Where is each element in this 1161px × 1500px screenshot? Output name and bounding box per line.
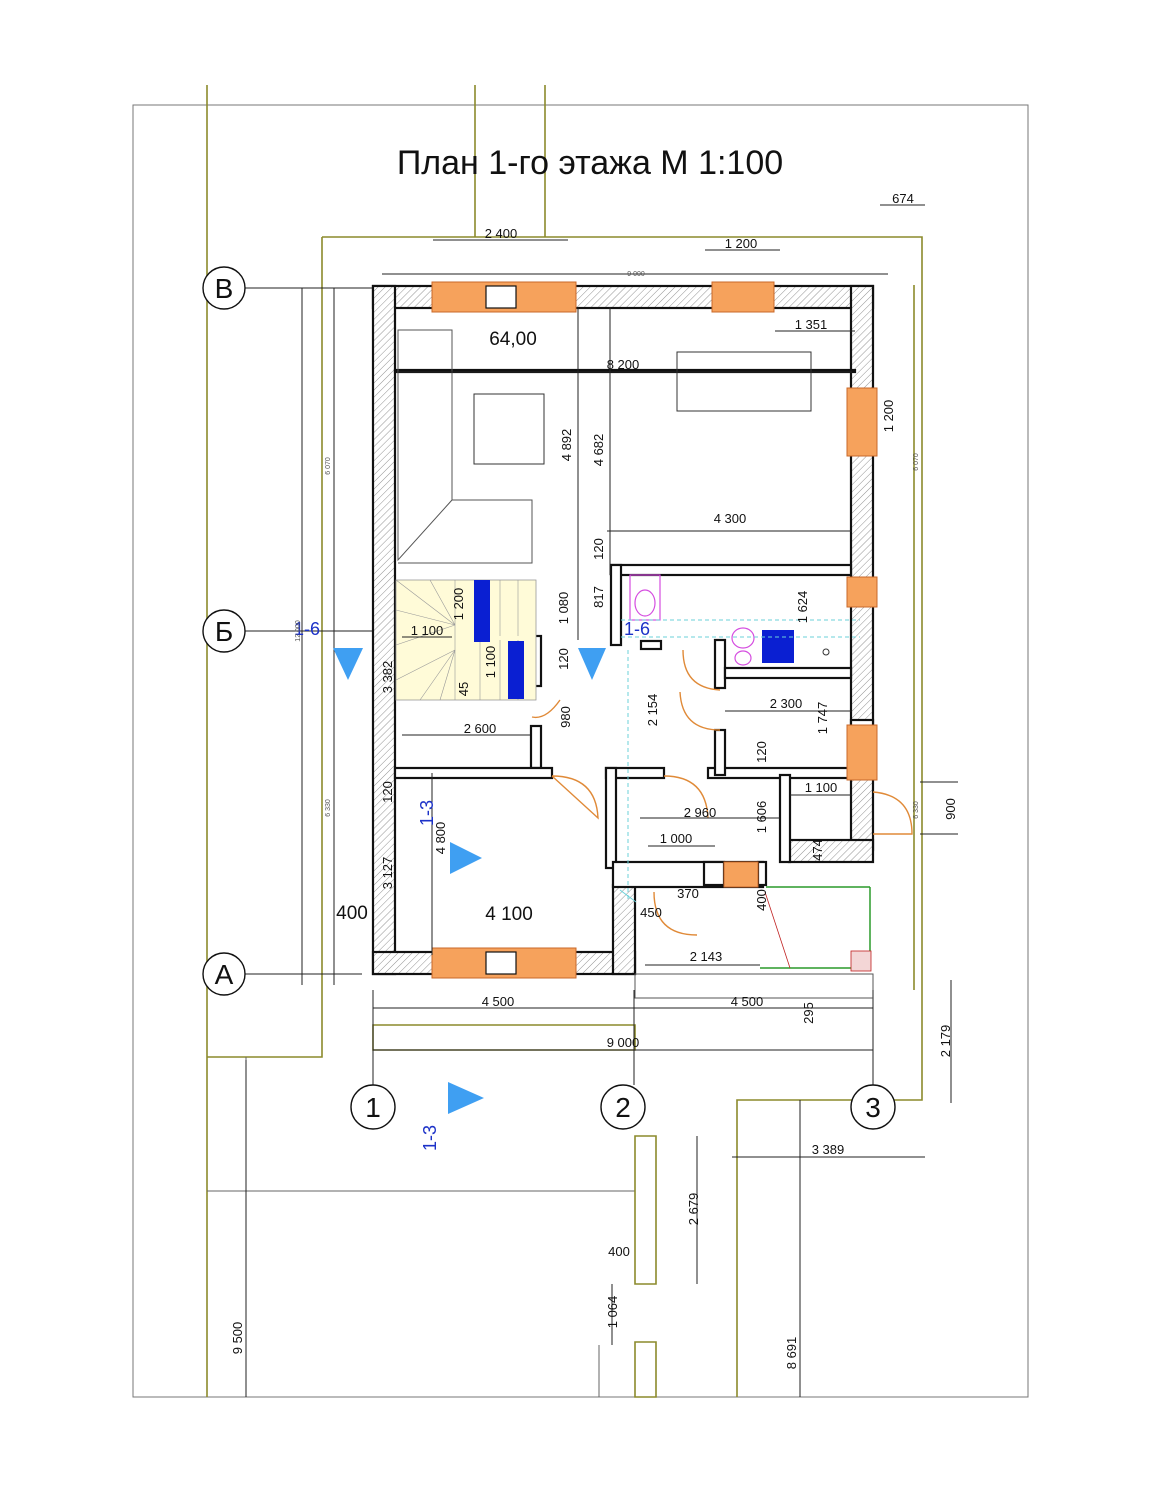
dim-2400: 2 400 [485, 226, 518, 241]
axis-bubble-3: 3 [850, 1084, 896, 1130]
dim-9000-top: 9 000 [627, 271, 645, 278]
section-label-1-3-room: 1-3 [417, 800, 437, 826]
dim-4800: 4 800 [433, 822, 448, 855]
dim-9500: 9 500 [230, 1322, 245, 1355]
dim-817: 817 [591, 586, 606, 608]
dim-1064: 1 064 [605, 1296, 620, 1329]
dim-2679: 2 679 [686, 1193, 701, 1226]
dim-2143: 2 143 [690, 949, 723, 964]
dim-9000-bottom: 9 000 [607, 1035, 640, 1050]
dim-1100-stair: 1 100 [411, 623, 444, 638]
dim-2179: 2 179 [938, 1025, 953, 1058]
room-area-upper: 64,00 [489, 329, 537, 350]
dim-2300: 2 300 [770, 696, 803, 711]
dim-1200-stair: 1 200 [451, 588, 466, 621]
dim-3382: 3 382 [380, 661, 395, 694]
axis-bubble-1: 1 [350, 1084, 396, 1130]
dim-674: 674 [892, 191, 914, 206]
dim-tiny-6330-right: 6 330 [913, 801, 920, 819]
dim-1606: 1 606 [754, 801, 769, 834]
dim-4500-left: 4 500 [482, 994, 515, 1009]
dim-4300: 4 300 [714, 511, 747, 526]
svg-text:1: 1 [365, 1092, 381, 1123]
axis-bubble-2: 2 [600, 1084, 646, 1130]
page-title: План 1-го этажа М 1:100 [397, 144, 783, 182]
dim-1351: 1 351 [795, 317, 828, 332]
dim-4500-right: 4 500 [731, 994, 764, 1009]
svg-text:Б: Б [215, 616, 233, 647]
svg-text:3: 3 [865, 1092, 881, 1123]
dim-1200-top: 1 200 [725, 236, 758, 251]
section-markers [333, 648, 606, 1114]
dim-120-d: 120 [754, 741, 769, 763]
dim-1100-v: 1 100 [483, 646, 498, 679]
dim-tiny-6070-left: 6 070 [325, 457, 332, 475]
windows [431, 281, 878, 979]
section-label-1-3-bottom: 1-3 [420, 1125, 440, 1151]
staircase [395, 579, 537, 701]
axis-lines [245, 287, 874, 1085]
dim-8200: 8 200 [607, 357, 640, 372]
dim-1624: 1 624 [795, 591, 810, 624]
dim-1200-side: 1 200 [881, 400, 896, 433]
dim-8691: 8 691 [784, 1337, 799, 1370]
dimension-lines [245, 204, 958, 1397]
dim-120-b: 120 [556, 648, 571, 670]
dimension-texts-vertical: 1 200 4 892 4 682 120 817 1 200 1 080 1 … [230, 400, 958, 1370]
dim-tiny-12000: 12 000 [295, 620, 302, 642]
dim-295: 295 [801, 1002, 816, 1024]
sheet-frame [132, 104, 1029, 1398]
dim-450: 450 [640, 905, 662, 920]
dim-4682: 4 682 [591, 434, 606, 467]
porch-area [634, 886, 874, 999]
dim-2600: 2 600 [464, 721, 497, 736]
dim-900: 900 [943, 798, 958, 820]
section-label-1-6-center: 1-6 [624, 619, 650, 639]
dim-tiny-6070-right: 6 070 [913, 453, 920, 471]
svg-text:В: В [215, 273, 234, 304]
section-label-1-6-left: 1-6 [294, 619, 320, 639]
dim-1080: 1 080 [556, 592, 571, 625]
svg-text:2: 2 [615, 1092, 631, 1123]
axis-bubble-v: В [202, 266, 246, 310]
dim-400-v: 400 [754, 889, 769, 911]
dim-45: 45 [456, 682, 471, 696]
dim-1000: 1 000 [660, 831, 693, 846]
dimension-texts-horizontal: 674 2 400 1 200 9 000 1 351 8 200 4 300 … [336, 191, 914, 1259]
dim-120-c: 120 [380, 781, 395, 803]
dim-474: 474 [810, 839, 825, 861]
dim-1100-b: 1 100 [805, 780, 838, 795]
dim-tiny-6330: 6 330 [325, 799, 332, 817]
dim-4892: 4 892 [559, 429, 574, 462]
dim-3127: 3 127 [380, 857, 395, 890]
dim-2154: 2 154 [645, 694, 660, 727]
doors [531, 649, 913, 936]
dim-3389: 3 389 [812, 1142, 845, 1157]
dim-1747: 1 747 [815, 702, 830, 735]
furniture [397, 329, 812, 564]
dim-400-left: 400 [336, 903, 368, 924]
dim-980: 980 [558, 706, 573, 728]
dim-400-post: 400 [608, 1244, 630, 1259]
dim-370: 370 [677, 886, 699, 901]
dim-120-a: 120 [591, 538, 606, 560]
room-area-lower: 4 100 [485, 904, 533, 925]
bathroom-fixtures [619, 574, 860, 903]
dim-2960: 2 960 [684, 805, 717, 820]
svg-text:А: А [215, 959, 234, 990]
axis-bubble-a: А [202, 952, 246, 996]
axis-bubble-b: Б [202, 609, 246, 653]
